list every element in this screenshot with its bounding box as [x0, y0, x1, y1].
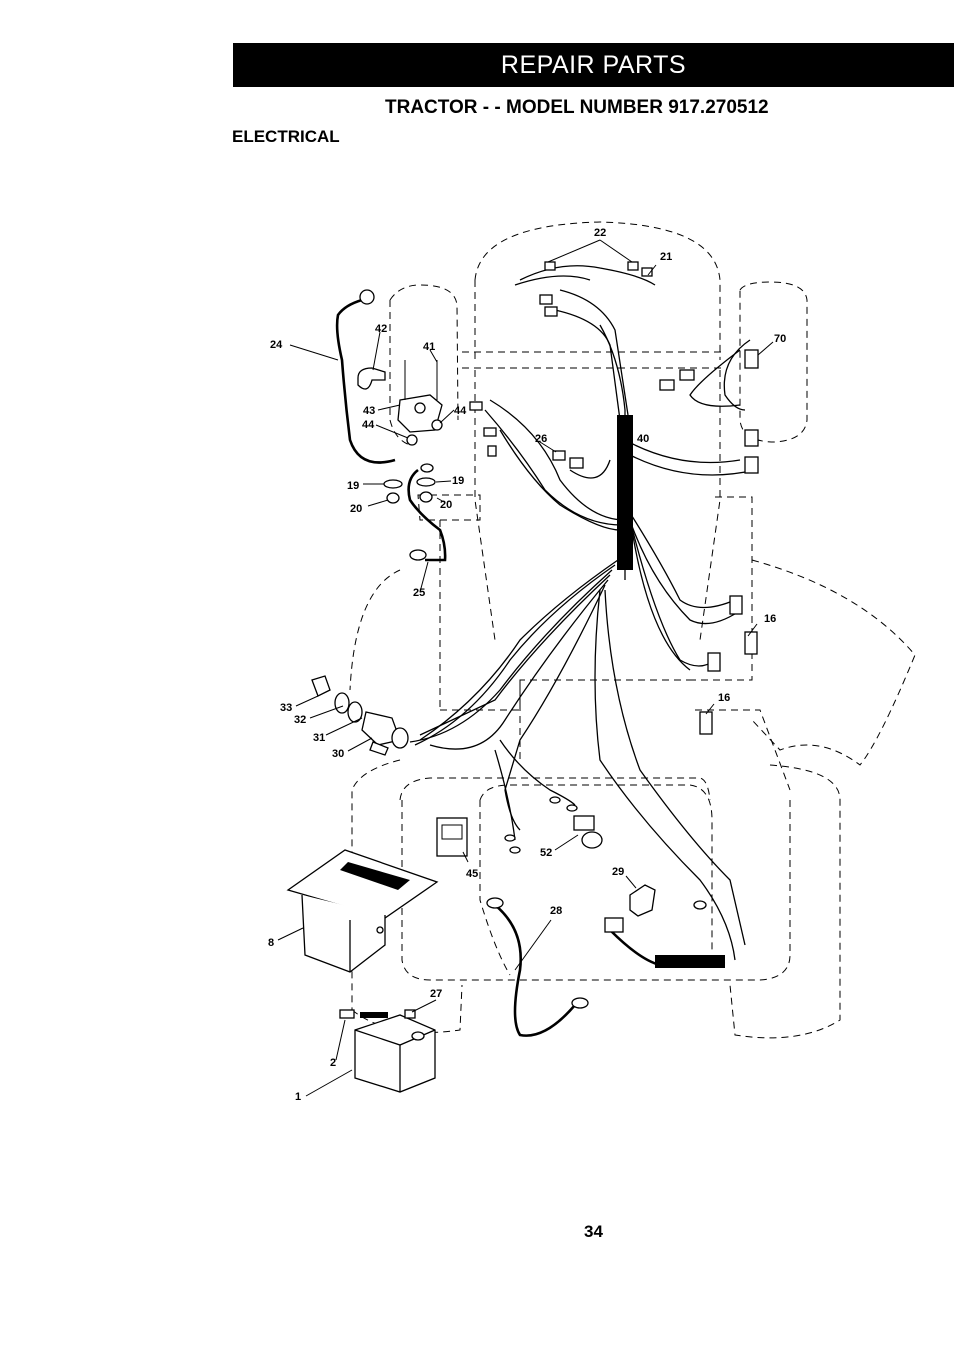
callout-40: 40	[637, 433, 649, 445]
callout-19-b: 19	[452, 475, 464, 487]
callout-24: 24	[270, 339, 283, 351]
callout-2: 2	[330, 1057, 336, 1069]
section-title: ELECTRICAL	[232, 127, 340, 146]
solenoid	[357, 360, 443, 446]
washers-nuts	[383, 463, 436, 504]
callout-28: 28	[550, 905, 562, 917]
battery-box	[286, 849, 439, 973]
callout-32: 32	[294, 714, 306, 726]
callout-16-a: 16	[764, 613, 776, 625]
cable-25-terminal	[409, 549, 427, 561]
cable-25	[407, 468, 447, 562]
ignition-switch	[311, 675, 409, 756]
leader-lines	[277, 239, 774, 1097]
callout-44-b: 44	[454, 405, 467, 417]
tractor-outline	[349, 221, 916, 1039]
battery	[339, 1009, 436, 1093]
page-number: 34	[584, 1222, 603, 1241]
callout-16-b: 16	[718, 692, 730, 704]
callout-33: 33	[280, 702, 292, 714]
callout-20-b: 20	[440, 499, 452, 511]
callout-45: 45	[466, 868, 478, 880]
cable-28	[494, 904, 576, 1037]
callout-70: 70	[774, 333, 786, 345]
callout-27: 27	[430, 988, 442, 1000]
callout-31: 31	[313, 732, 325, 744]
gauge-45-face	[441, 824, 463, 840]
cable-24-terminal	[359, 289, 375, 305]
callout-8: 8	[268, 937, 274, 949]
callout-42: 42	[375, 323, 387, 335]
connectors	[469, 261, 759, 933]
callout-30: 30	[332, 748, 344, 760]
callout-1: 1	[295, 1091, 301, 1103]
callout-43: 43	[363, 405, 375, 417]
callout-25: 25	[413, 587, 425, 599]
callout-26: 26	[535, 433, 547, 445]
harness-coil-fill	[655, 955, 725, 968]
cable-24	[335, 298, 396, 464]
callout-41: 41	[423, 341, 435, 353]
callout-21: 21	[660, 251, 672, 263]
callouts: 1 2 8 16 16 19 19 20 20 21 22 24 25 26 2…	[268, 227, 786, 1103]
callout-20-a: 20	[350, 503, 362, 515]
callout-22: 22	[594, 227, 606, 239]
wire-harness	[409, 265, 756, 961]
banner-text: REPAIR PARTS	[500, 50, 687, 79]
callout-29: 29	[612, 866, 624, 878]
callout-19-a: 19	[347, 480, 359, 492]
cable-28-terminal-a	[486, 897, 504, 909]
callout-44-a: 44	[362, 419, 375, 431]
page-title: TRACTOR - - MODEL NUMBER 917.270512	[385, 97, 769, 118]
cable-28-terminal-b	[571, 997, 589, 1009]
callout-52: 52	[540, 847, 552, 859]
repair-parts-banner: REPAIR PARTS	[233, 43, 954, 87]
